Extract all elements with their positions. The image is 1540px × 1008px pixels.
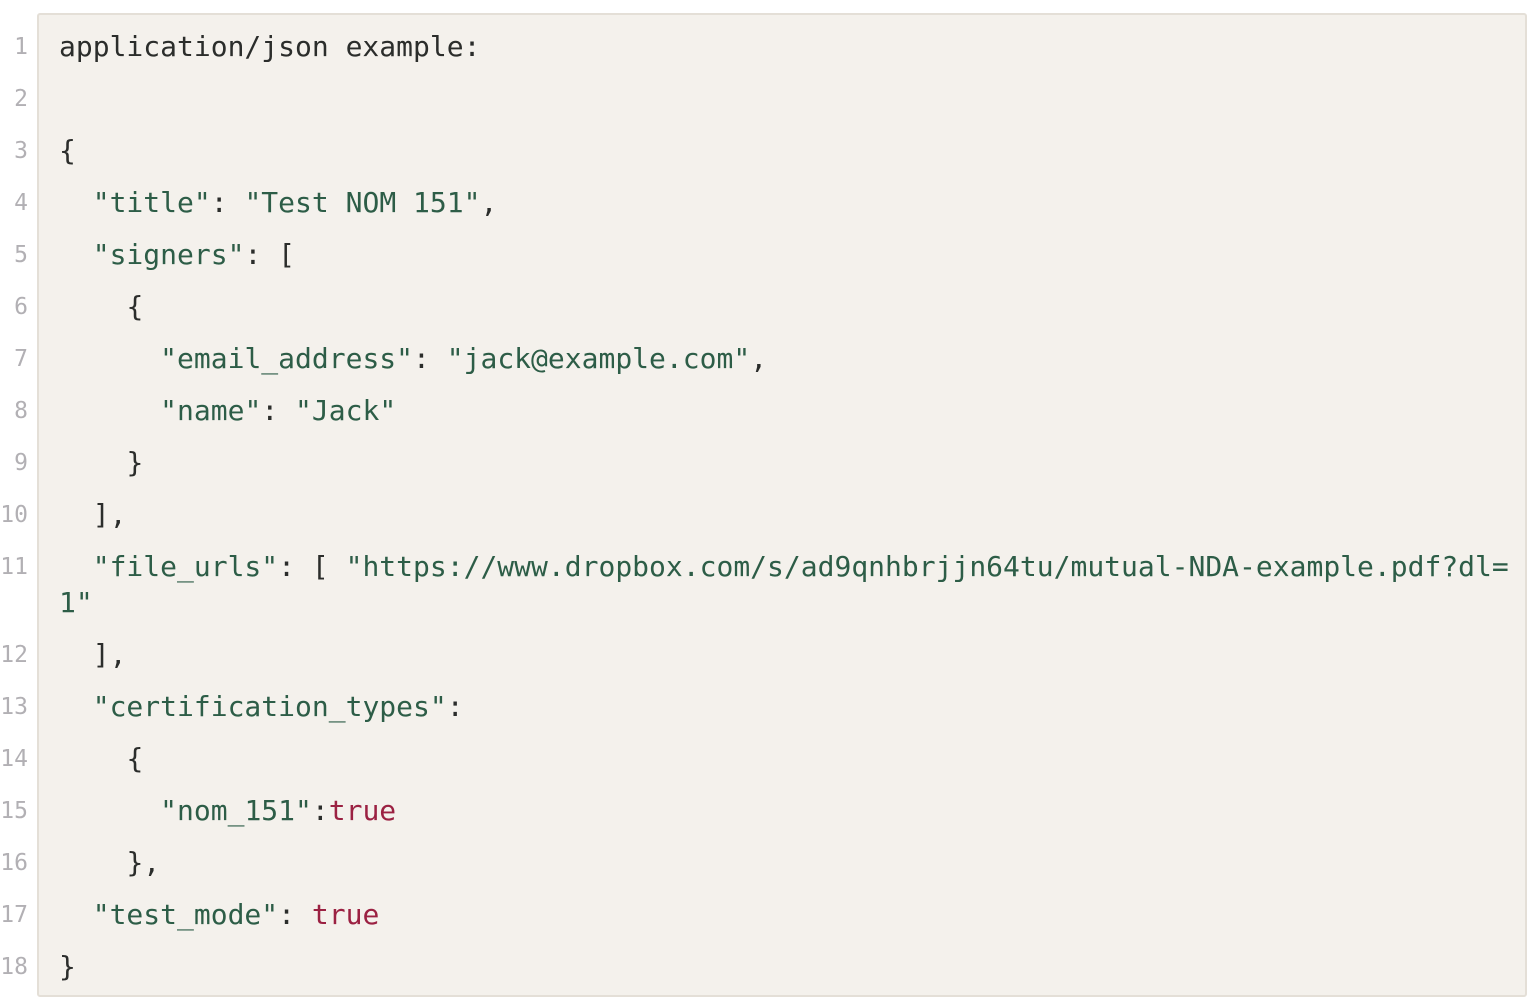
code-token-plain: application/json example:: [59, 30, 481, 63]
code-token-plain: :: [413, 342, 447, 375]
line-number: 13: [0, 694, 28, 720]
line-number: 17: [0, 902, 28, 928]
code-token-boolean: true: [328, 794, 397, 827]
code-line: 6 {: [14, 289, 1515, 325]
code-token-plain: :: [446, 690, 464, 723]
code-token-plain: [59, 898, 93, 931]
code-token-string: "signers": [92, 238, 245, 271]
code-token-plain: },: [59, 846, 161, 879]
code-line: 1 application/json example:: [14, 29, 1515, 65]
code-token-plain: [59, 394, 160, 427]
line-number: 11: [0, 554, 28, 580]
code-line: 4 "title": "Test NOM 151",: [14, 185, 1515, 221]
line-number: 12: [0, 642, 28, 668]
code-token-string: "jack@example.com": [446, 342, 751, 375]
line-number: 6: [14, 294, 28, 320]
code-line: 3{: [14, 133, 1515, 169]
code-line: 15 "nom_151":true: [0, 793, 1515, 829]
code-line: 13 "certification_types":: [0, 689, 1515, 725]
code-token-plain: ],: [59, 498, 127, 531]
code-token-plain: ,: [480, 186, 498, 219]
code-token-string: "title": [92, 186, 211, 219]
line-number: 3: [14, 138, 28, 164]
code-token-string: "Test NOM 151": [244, 186, 481, 219]
code-token-string: "file_urls": [92, 550, 279, 583]
code-line: 18}: [0, 949, 1515, 985]
code-token-plain: :: [261, 394, 296, 427]
code-line: 5 "signers": [: [14, 237, 1515, 273]
code-token-string: "name": [160, 394, 262, 427]
line-number: 15: [0, 798, 28, 824]
code-token-string: "https://www.dropbox.com/s/ad9qnhbrjjn64…: [59, 550, 1509, 619]
line-number: 1: [14, 34, 28, 60]
code-line: 11 "file_urls": [ "https://www.dropbox.c…: [0, 549, 1515, 621]
code-token-plain: :: [278, 898, 312, 931]
code-token-plain: [59, 238, 93, 271]
code-token-plain: [59, 186, 93, 219]
code-token-boolean: true: [311, 898, 380, 931]
line-number: 7: [14, 346, 28, 372]
code-line: 2: [14, 81, 1515, 117]
line-number: 18: [0, 954, 28, 980]
code-line: 17 "test_mode": true: [0, 897, 1515, 933]
code-line: 14 {: [0, 741, 1515, 777]
code-token-string: "Jack": [295, 394, 397, 427]
code-line: 10 ],: [0, 497, 1515, 533]
code-line: 16 },: [0, 845, 1515, 881]
code-token-plain: ,: [750, 342, 768, 375]
line-number: 10: [0, 502, 28, 528]
code-token-plain: : [: [278, 550, 346, 583]
code-token-plain: [59, 690, 93, 723]
code-token-string: "email_address": [160, 342, 414, 375]
code-token-plain: {: [59, 290, 144, 323]
code-token-plain: }: [59, 446, 144, 479]
line-number: 9: [14, 450, 28, 476]
code-token-plain: {: [59, 742, 144, 775]
code-token-plain: [59, 342, 160, 375]
line-number: 8: [14, 398, 28, 424]
line-number: 2: [14, 86, 28, 112]
code-token-plain: :: [210, 186, 245, 219]
line-number: 14: [0, 746, 28, 772]
code-token-plain: :: [311, 794, 329, 827]
code-token-plain: ],: [59, 638, 127, 671]
code-token-plain: [59, 794, 160, 827]
code-token-string: "certification_types": [92, 690, 447, 723]
code-line: 12 ],: [0, 637, 1515, 673]
code-token-plain: : [: [244, 238, 296, 271]
code-line: 7 "email_address": "jack@example.com",: [14, 341, 1515, 377]
line-number: 5: [14, 242, 28, 268]
code-token-string: "nom_151": [160, 794, 312, 827]
code-token-plain: [59, 550, 93, 583]
code-line: 8 "name": "Jack": [14, 393, 1515, 429]
code-token-string: "test_mode": [92, 898, 279, 931]
code-line: 9 }: [14, 445, 1515, 481]
line-number: 16: [0, 850, 28, 876]
line-number: 4: [14, 190, 28, 216]
code-token-plain: {: [59, 134, 76, 167]
code-token-plain: }: [59, 950, 76, 983]
